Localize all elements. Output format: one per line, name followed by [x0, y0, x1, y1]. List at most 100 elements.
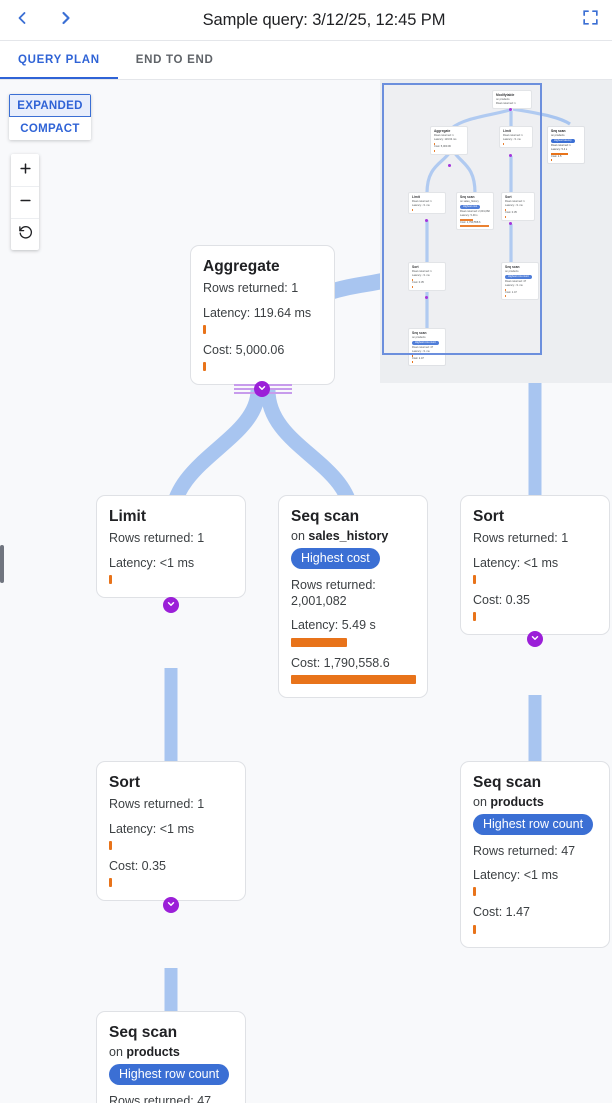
mode-compact-button[interactable]: COMPACT [9, 117, 91, 140]
minimap-node: Seq scan on products Highest latency Row… [547, 126, 585, 165]
node-latency: Latency: <1 ms [109, 821, 195, 836]
fullscreen-icon [581, 8, 600, 32]
collapse-toggle-limit[interactable] [163, 597, 179, 613]
tab-end-to-end-label: END TO END [135, 54, 214, 66]
node-cost: Cost: 5,000.06 [203, 342, 285, 357]
collapse-toggle-aggregate[interactable] [254, 381, 270, 397]
reset-icon [18, 225, 33, 244]
zoom-controls [11, 154, 39, 250]
node-seqscan-products-right[interactable]: Seq scan on products Highest row count R… [460, 761, 610, 948]
minimap-node-latency: Latency: <1 ms [412, 273, 430, 277]
tab-end-to-end[interactable]: END TO END [118, 41, 232, 79]
node-limit[interactable]: Limit Rows returned: 1 Latency: <1 ms [96, 495, 246, 598]
minimap-node-title: Seq scan [551, 129, 566, 133]
collapse-toggle-sort-left[interactable] [163, 897, 179, 913]
table-name: products [490, 795, 544, 810]
minimap-badge: Highest row count [505, 274, 532, 279]
minimap-node-rows: Rows returned: 1 [505, 199, 525, 203]
node-rows: Rows returned: 1 [203, 281, 299, 296]
status-badge-highest-row-count: Highest row count [473, 814, 594, 835]
minimap-node-rows: Rows returned: 1 [503, 133, 523, 137]
minimap-collapse-dot [448, 164, 451, 167]
minimap-node-cost: Cost: 0.35 [505, 210, 517, 214]
node-title: Aggregate [203, 258, 280, 275]
node-seqscan-sales-history[interactable]: Seq scan on sales_history Highest cost R… [278, 495, 428, 698]
cost-bar [291, 674, 416, 684]
node-table: on products [473, 795, 597, 809]
minimap-latency-bar [505, 208, 506, 211]
zoom-out-button[interactable] [11, 186, 39, 218]
page-title: Sample query: 3/12/25, 12:45 PM [202, 10, 446, 29]
node-latency: Latency: 119.64 ms [203, 305, 312, 320]
forward-button[interactable] [44, 0, 88, 41]
status-badge-highest-row-count: Highest row count [109, 1064, 230, 1085]
minimap-node-rows: Rows returned: 2,001,082 [460, 209, 490, 213]
minimap-cost-bar [412, 361, 413, 364]
minimap-cost-bar [505, 295, 506, 298]
minimap-collapse-dot [509, 154, 512, 157]
tab-query-plan[interactable]: QUERY PLAN [0, 41, 118, 79]
node-aggregate[interactable]: Aggregate Rows returned: 1 Latency: 119.… [190, 245, 335, 386]
minimap-node-cost: Cost: 1,790,558.6 [460, 220, 481, 224]
zoom-in-button[interactable] [11, 154, 39, 186]
minimap-node: Sort Rows returned: 1 Latency: <1 ms Cos… [408, 262, 446, 291]
minimap-node-rows: Rows returned: 1 [434, 133, 454, 137]
minimap-node-cost: Cost: 0.35 [412, 280, 424, 284]
minimap-node-cost: Cost: 5,000.06 [434, 144, 451, 148]
minimap-panel[interactable]: Modifytable on products Rows returned: 1… [380, 80, 612, 383]
node-latency: Latency: <1 ms [473, 868, 559, 882]
minimap-node-cost: Cost: 1.47 [505, 290, 517, 294]
latency-bar [291, 637, 347, 647]
node-title: Seq scan [291, 508, 360, 525]
minus-icon [18, 193, 33, 212]
node-seqscan-products-bottom[interactable]: Seq scan on products Highest row count R… [96, 1011, 246, 1103]
minimap-badge: Highest cost [460, 204, 481, 209]
app-header: Sample query: 3/12/25, 12:45 PM [0, 0, 612, 41]
collapse-toggle-sort-right[interactable] [527, 631, 543, 647]
table-name: sales_history [308, 529, 389, 544]
node-rows: Rows returned: 1 [109, 797, 205, 812]
minimap-node: Limit Rows returned: 1 Latency: <1 ms [408, 192, 446, 214]
minimap-viewport-rect[interactable] [382, 83, 542, 355]
node-title: Seq scan [109, 1024, 178, 1041]
minimap-cost-bar [551, 159, 552, 162]
minimap-node-title: Seq scan [412, 331, 427, 335]
node-sort-left[interactable]: Sort Rows returned: 1 Latency: <1 ms Cos… [96, 761, 246, 902]
minimap-node-latency: Latency: <1 ms [505, 203, 523, 207]
minimap-node-rows: Rows returned: 1 [496, 101, 516, 105]
mode-expanded-button[interactable]: EXPANDED [9, 94, 91, 117]
minimap-node-cost: Cost: 1.47 [412, 356, 424, 360]
node-table: on sales_history [291, 529, 415, 543]
tab-bar: QUERY PLAN END TO END [0, 41, 612, 80]
latency-bar [473, 574, 476, 584]
node-latency: Latency: <1 ms [473, 555, 559, 570]
minimap-node-rows: Rows returned: 1 [551, 143, 571, 147]
latency-bar [109, 574, 112, 584]
layout-mode-toggle: EXPANDED COMPACT [9, 94, 91, 140]
minimap-latency-bar [412, 278, 413, 281]
back-button[interactable] [0, 0, 44, 41]
plus-icon [18, 161, 33, 180]
reset-zoom-button[interactable] [11, 218, 39, 250]
on-prefix: on [291, 529, 309, 544]
minimap-node-title: Limit [412, 195, 420, 199]
minimap-cost-bar [434, 149, 435, 152]
minimap-node: Seq scan on products Highest row count R… [408, 328, 446, 367]
fullscreen-button[interactable] [568, 0, 612, 41]
minimap-cost-bar [412, 285, 413, 288]
cost-bar [109, 878, 112, 888]
minimap-node-rows: Rows returned: 1 [412, 269, 432, 273]
node-latency: Latency: <1 ms [109, 555, 195, 570]
plan-canvas[interactable]: Modifytable on products Rows returned: 1… [0, 80, 612, 1103]
minimap-node-latency: Latency: <1 ms [505, 283, 523, 287]
vertical-scrollbar[interactable] [0, 545, 4, 583]
cost-bar [473, 924, 476, 934]
node-sort-right[interactable]: Sort Rows returned: 1 Latency: <1 ms Cos… [460, 495, 610, 636]
on-prefix: on [473, 795, 491, 810]
minimap-node-cost: Cost: 1.5 [551, 154, 562, 158]
minimap-cost-bar [460, 225, 489, 228]
minimap-node-title: Limit [503, 129, 511, 133]
status-badge-highest-cost: Highest cost [291, 548, 380, 569]
minimap-node-table: on products [551, 133, 565, 137]
minimap-node-latency: Latency: 5.49 s [460, 213, 478, 217]
